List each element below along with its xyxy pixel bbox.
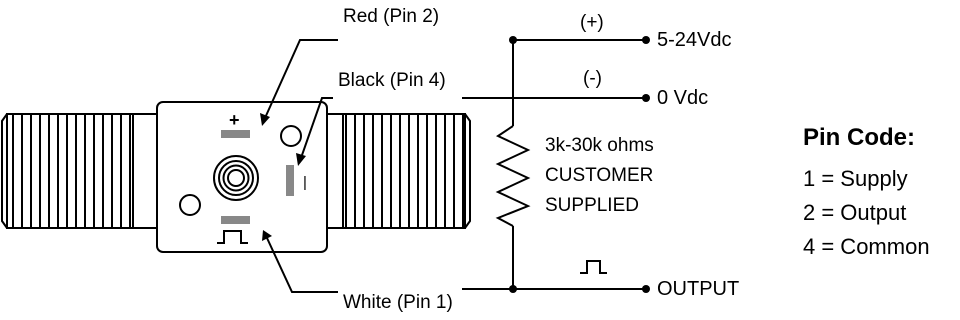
pin-code-item-2: 2 = Output — [803, 200, 907, 225]
left-threaded-body — [0, 113, 160, 229]
black-wire-label: Black (Pin 4) — [338, 70, 446, 91]
negative-polarity-label: (-) — [583, 68, 602, 89]
pin-code-item-1: 1 = Supply — [803, 166, 908, 191]
ground-terminal-dot — [642, 94, 650, 102]
pin-code-item-3: 4 = Common — [803, 234, 930, 259]
pin-2-pad — [221, 130, 250, 138]
pin-4-minus-mark: | — [303, 174, 307, 191]
red-wire-leader — [260, 39, 338, 126]
black-wire-leader — [296, 97, 333, 166]
pulse-symbol-icon — [217, 230, 248, 244]
pull-up-resistor — [495, 125, 531, 227]
output-terminal-dot — [642, 285, 650, 293]
output-pulse-icon — [580, 260, 607, 274]
output-terminal-label: OUTPUT — [657, 278, 740, 300]
pin-2-plus-mark: + — [229, 110, 240, 130]
resistor-value-label: 3k-30k ohms — [545, 135, 654, 156]
pin-1-pad — [221, 216, 250, 224]
positive-polarity-label: (+) — [580, 12, 604, 33]
output-junction-dot — [509, 285, 517, 293]
white-wire-label: White (Pin 1) — [343, 292, 453, 313]
circuit-wiring — [462, 39, 645, 290]
pin-code-title: Pin Code: — [803, 124, 915, 151]
resistor-customer-label: CUSTOMER — [545, 165, 654, 186]
connector-face: | + — [156, 101, 328, 253]
white-wire-leader — [262, 230, 338, 293]
key-hole-left — [179, 194, 201, 216]
supply-terminal-label: 5-24Vdc — [657, 29, 732, 51]
ground-terminal-label: 0 Vdc — [657, 87, 709, 109]
supply-junction-dot — [509, 36, 517, 44]
center-socket-icon — [213, 155, 259, 201]
key-hole-right — [280, 125, 302, 147]
red-wire-label: Red (Pin 2) — [343, 6, 440, 27]
resistor-supplied-label: SUPPLIED — [545, 195, 639, 216]
pin-4-pad — [286, 165, 294, 196]
right-threaded-body — [324, 113, 471, 229]
supply-terminal-dot — [642, 36, 650, 44]
